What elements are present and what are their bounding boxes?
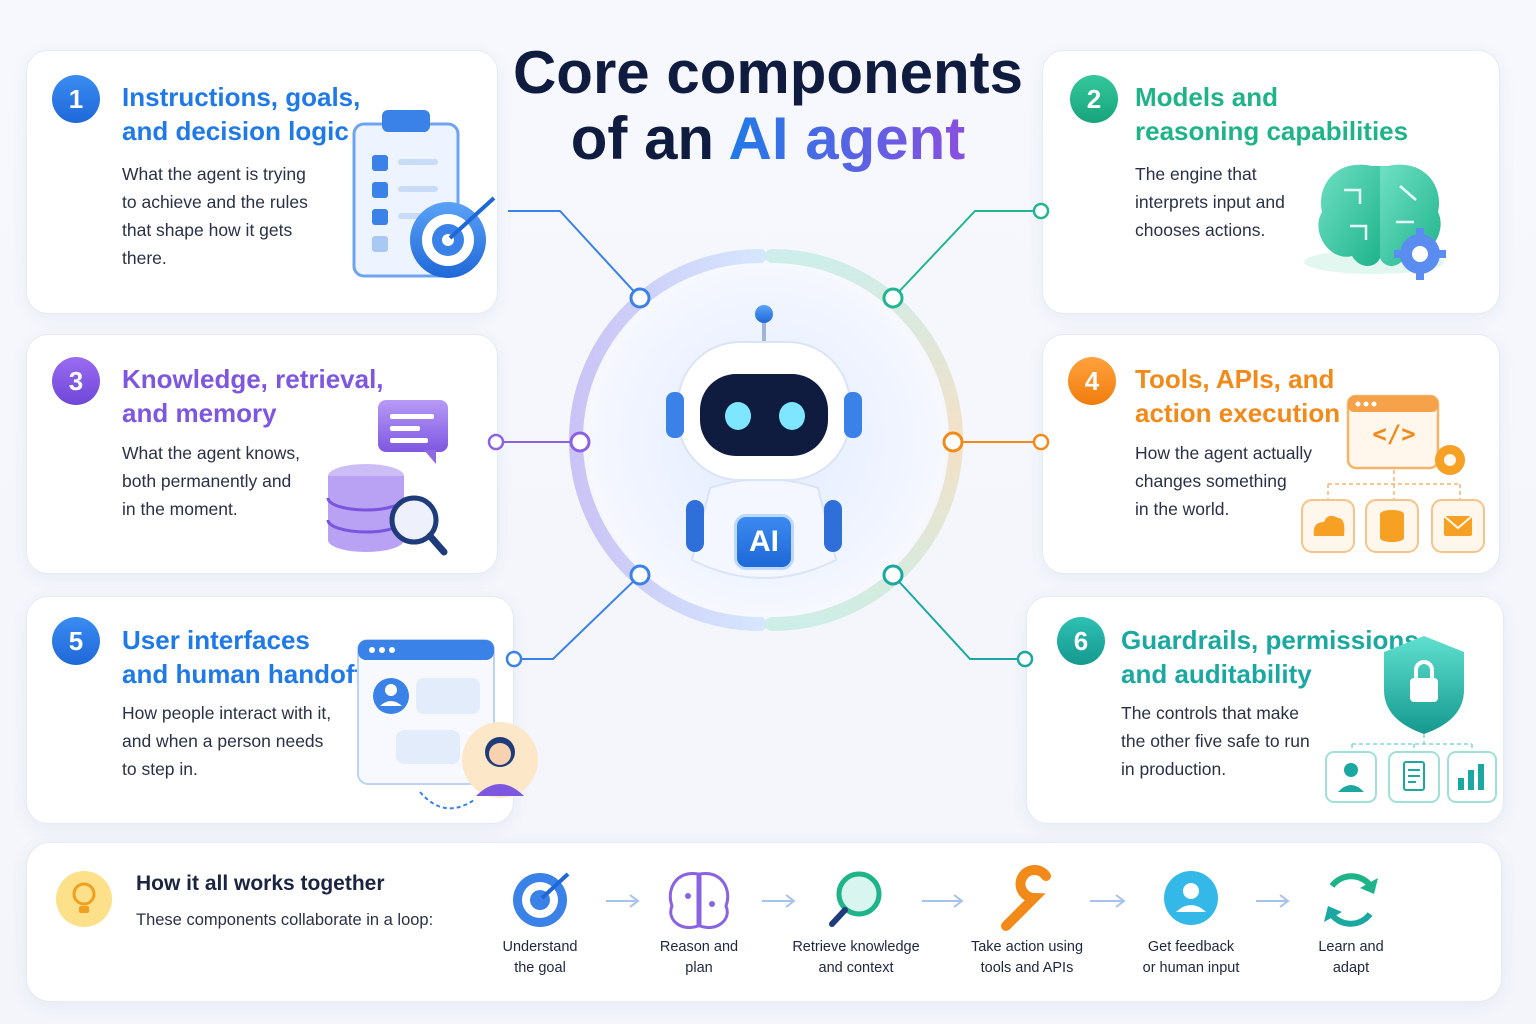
step-brain-icon bbox=[668, 872, 730, 929]
page-title: Core components of an AI agent bbox=[510, 40, 1026, 172]
card-desc-5: How people interact with it, and when a … bbox=[122, 703, 332, 779]
step-search-icon bbox=[829, 871, 882, 927]
title-line-2: of an AI agent bbox=[510, 106, 1026, 172]
connector-6 bbox=[882, 564, 1034, 668]
code-symbol: </> bbox=[1372, 420, 1416, 448]
card-title-4: Tools, APIs, and action execution bbox=[1135, 364, 1341, 428]
badge-2: 2 bbox=[1070, 75, 1118, 123]
badge-6: 6 bbox=[1057, 617, 1105, 665]
step-label-2: Reason and plan bbox=[659, 939, 739, 976]
step-user-icon bbox=[1164, 871, 1218, 925]
card-desc-3: What the agent knows, both permanently a… bbox=[122, 443, 301, 519]
card-title-1: Instructions, goals, and decision logic bbox=[122, 82, 361, 146]
step-target-icon bbox=[513, 872, 570, 927]
workflow-panel bbox=[26, 842, 1502, 1002]
card-desc-2: The engine that interprets input and cho… bbox=[1135, 164, 1285, 240]
database-search-icon bbox=[326, 400, 448, 556]
connector-4 bbox=[942, 431, 1050, 453]
connector-1 bbox=[508, 210, 651, 309]
brain-gear-icon bbox=[1304, 164, 1446, 280]
badge-5: 5 bbox=[52, 617, 100, 665]
card-desc-1: What the agent is trying to achieve and … bbox=[122, 164, 308, 268]
shield-lock-icon bbox=[1325, 636, 1497, 803]
card-title-5: User interfaces and human handoff bbox=[122, 625, 364, 689]
step-wrench-icon bbox=[1001, 865, 1051, 931]
title-highlight: AI agent bbox=[728, 105, 966, 172]
clipboard-target-icon bbox=[352, 110, 496, 278]
card-title-2: Models and reasoning capabilities bbox=[1135, 82, 1409, 146]
title-line-2-prefix: of an bbox=[570, 105, 729, 172]
step-label-6: Learn and adapt bbox=[1318, 939, 1384, 976]
badge-3: 3 bbox=[52, 357, 100, 405]
title-line-1: Core components bbox=[512, 39, 1024, 106]
badge-4: 4 bbox=[1068, 357, 1116, 405]
card-title-3: Knowledge, retrieval, and memory bbox=[122, 364, 384, 428]
step-arrows bbox=[606, 894, 1290, 908]
card-desc-4: How the agent actually changes something… bbox=[1135, 443, 1313, 519]
code-window-icon bbox=[1301, 394, 1485, 553]
robot-icon bbox=[666, 305, 862, 579]
card-desc-6: The controls that make the other five sa… bbox=[1121, 703, 1310, 779]
step-label-4: Take action using tools and APIs bbox=[970, 939, 1084, 976]
step-label-5: Get feedback or human input bbox=[1142, 939, 1240, 976]
step-label-3: Retrieve knowledge and context bbox=[792, 939, 920, 976]
lightbulb-icon bbox=[56, 871, 112, 927]
connector-2 bbox=[882, 202, 1050, 309]
step-refresh-icon bbox=[1324, 873, 1378, 927]
connector-5 bbox=[505, 564, 651, 668]
robot-ai-chip: AI bbox=[734, 514, 794, 570]
chat-window-person-icon bbox=[357, 639, 538, 810]
workflow-subtitle: These components collaborate in a loop: bbox=[136, 911, 434, 929]
badge-1: 1 bbox=[52, 75, 100, 123]
connector-3 bbox=[487, 431, 591, 453]
step-label-1: Understand the goal bbox=[502, 939, 578, 976]
workflow-title: How it all works together bbox=[136, 872, 385, 895]
